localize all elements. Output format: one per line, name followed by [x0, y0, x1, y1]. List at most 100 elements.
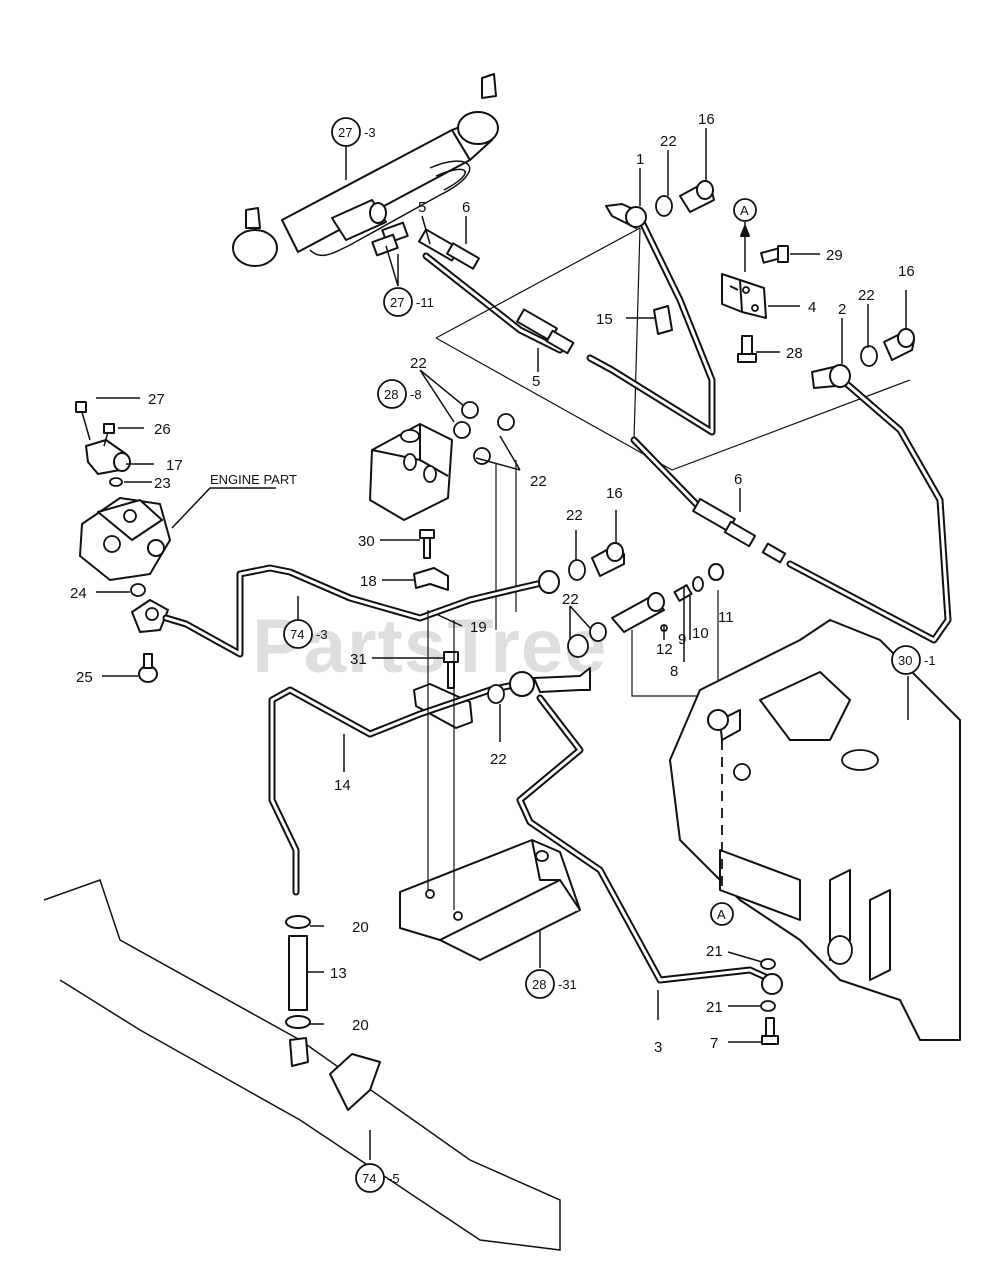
banjo-bolt-top	[655, 180, 715, 217]
bolt-30	[419, 529, 435, 559]
ref-28-8: 28 -8	[377, 379, 422, 409]
view-marker-bottom: A	[710, 902, 734, 926]
svg-text:74: 74	[290, 627, 304, 642]
svg-text:-3: -3	[364, 125, 376, 140]
clamp-18	[413, 567, 449, 591]
view-marker-top: A	[733, 198, 757, 272]
svg-text:27: 27	[338, 125, 352, 140]
callout-17: 17	[166, 457, 183, 474]
svg-text:-31: -31	[558, 977, 577, 992]
svg-text:A: A	[717, 907, 726, 922]
washer-21-bottom	[760, 1000, 776, 1012]
pump-elbow-17	[85, 439, 131, 475]
o-ring-24	[130, 583, 146, 597]
callout-9: 9	[678, 631, 686, 648]
svg-text:A: A	[740, 203, 749, 218]
svg-text:28: 28	[532, 977, 546, 992]
callout-23: 23	[154, 475, 171, 492]
pipe-14	[268, 667, 591, 896]
ref-74-5: 74 -5	[355, 1163, 400, 1193]
screw-27	[75, 401, 91, 441]
callout-21: 21	[706, 943, 723, 960]
reference-outline	[435, 227, 911, 471]
washer-22-large	[567, 634, 589, 658]
callout-31: 31	[350, 651, 367, 668]
callout-26: 26	[154, 421, 171, 438]
pipe-1	[586, 203, 716, 436]
callout-21: 21	[706, 999, 723, 1016]
bracket-4	[721, 273, 767, 319]
washer-22-valve	[589, 622, 607, 642]
bolt-25-shank	[143, 653, 153, 669]
callout-22: 22	[566, 507, 583, 524]
callout-19: 19	[470, 619, 487, 636]
ref-27-3: 27 -3	[331, 117, 376, 147]
engine-part-label: ENGINE PART	[210, 472, 297, 487]
callout-15: 15	[596, 311, 613, 328]
banjo-bolt-16-mid	[568, 542, 625, 581]
valve-block	[369, 423, 453, 521]
callout-4: 4	[808, 299, 816, 316]
bracket-28-31	[399, 839, 581, 961]
svg-text:30: 30	[898, 653, 912, 668]
hose-6-lower	[630, 436, 787, 564]
callout-12: 12	[656, 641, 673, 658]
callout-10: 10	[692, 625, 709, 642]
ref-28-31: 28 -31	[525, 969, 577, 999]
pipe-74-3	[131, 564, 560, 658]
callout-14: 14	[334, 777, 351, 794]
ref-27-11: 27 -11	[383, 287, 434, 317]
transmission-case	[669, 619, 961, 1041]
hose-13	[285, 915, 311, 1029]
callout-11: 11	[718, 609, 734, 626]
bolt-28	[737, 335, 757, 363]
hose-6-upper	[418, 228, 575, 355]
callout-29: 29	[826, 247, 843, 264]
callout-18: 18	[360, 573, 377, 590]
svg-text:-3: -3	[316, 627, 328, 642]
o-ring-23	[109, 477, 123, 487]
callout-20: 20	[352, 1017, 369, 1034]
callout-28: 28	[786, 345, 803, 362]
callout-22: 22	[660, 133, 677, 150]
screw-26	[103, 423, 115, 447]
callout-1: 1	[636, 151, 644, 168]
clip-15	[653, 305, 673, 335]
callout-22: 22	[530, 473, 547, 490]
svg-text:27: 27	[390, 295, 404, 310]
callout-30: 30	[358, 533, 375, 550]
callout-22: 22	[410, 355, 427, 372]
svg-text:-5: -5	[388, 1171, 400, 1186]
callout-6: 6	[462, 199, 470, 216]
bolt-7	[761, 1017, 779, 1045]
callout-3: 3	[654, 1039, 662, 1056]
callout-5: 5	[418, 199, 426, 216]
relief-valve-8	[611, 563, 724, 633]
callout-6: 6	[734, 471, 742, 488]
callout-22: 22	[490, 751, 507, 768]
banjo-bolt-right	[860, 328, 915, 367]
leader-lines	[96, 128, 909, 1160]
callout-22: 22	[858, 287, 875, 304]
callout-5: 5	[532, 373, 540, 390]
pipe-3	[516, 694, 783, 995]
svg-text:-1: -1	[924, 653, 936, 668]
callout-24: 24	[70, 585, 87, 602]
bolt-29	[760, 245, 789, 264]
elbow-fittings	[371, 221, 409, 257]
callout-numbers: 1 22 16 5 6 29 4 15 28 2 22 16 5 22 22 6…	[70, 111, 915, 1056]
callout-7: 7	[710, 1035, 718, 1052]
callout-2: 2	[838, 301, 846, 318]
callout-22: 22	[562, 591, 579, 608]
frame-74-5	[43, 879, 561, 1251]
bracket-leader-lines	[427, 610, 455, 910]
hydraulic-pump	[79, 497, 171, 581]
valve-washers	[453, 401, 515, 465]
bracket-lines-8	[631, 590, 719, 697]
svg-text:74: 74	[362, 1171, 376, 1186]
steering-cylinder	[232, 73, 499, 267]
callout-27: 27	[148, 391, 165, 408]
washer-22-low	[487, 684, 505, 704]
callout-8: 8	[670, 663, 678, 680]
